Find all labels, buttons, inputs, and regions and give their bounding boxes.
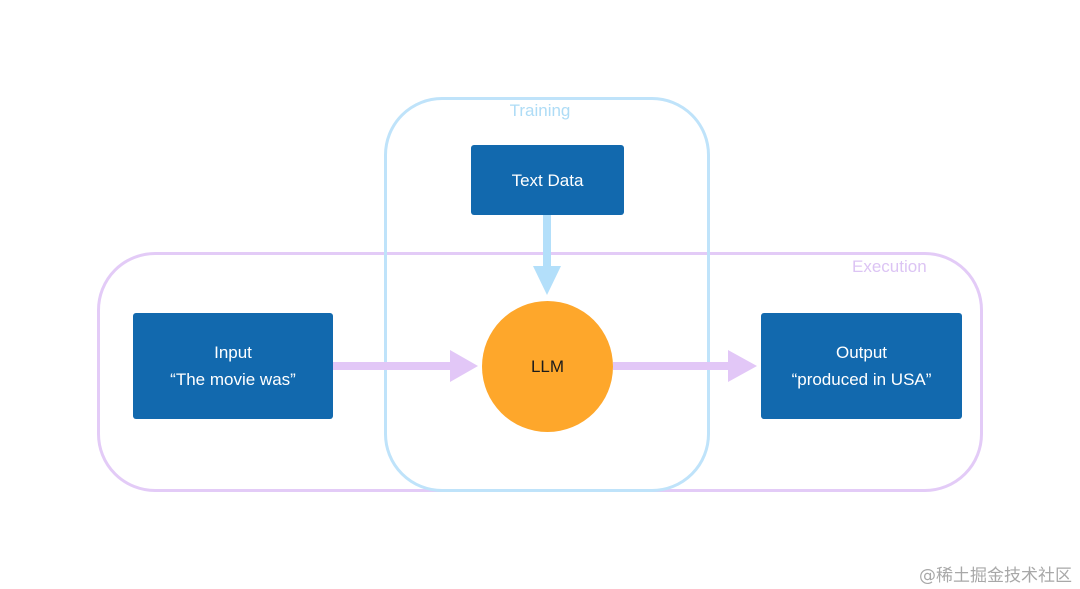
training-group-label: Training — [509, 101, 571, 120]
training-group-box — [384, 97, 710, 492]
text-data-node: Text Data — [471, 145, 624, 215]
llm-node: LLM — [482, 301, 613, 432]
output-title: Output — [835, 343, 888, 362]
input-node: Input “The movie was” — [133, 313, 333, 419]
llm-label: LLM — [530, 356, 565, 376]
text-data-label: Text Data — [511, 170, 584, 190]
input-title: Input — [214, 343, 252, 362]
output-node: Output “produced in USA” — [761, 313, 962, 419]
watermark: @稀土掘金技术社区 — [919, 566, 1072, 586]
input-example: “The movie was” — [170, 370, 296, 389]
edge-text-data-to-llm — [533, 215, 561, 295]
edge-input-to-llm — [333, 350, 478, 382]
training-group-label-row: Training — [0, 101, 1080, 121]
execution-group-label: Execution — [852, 257, 927, 276]
output-example: “produced in USA” — [791, 370, 932, 389]
edge-llm-to-output — [613, 350, 757, 382]
